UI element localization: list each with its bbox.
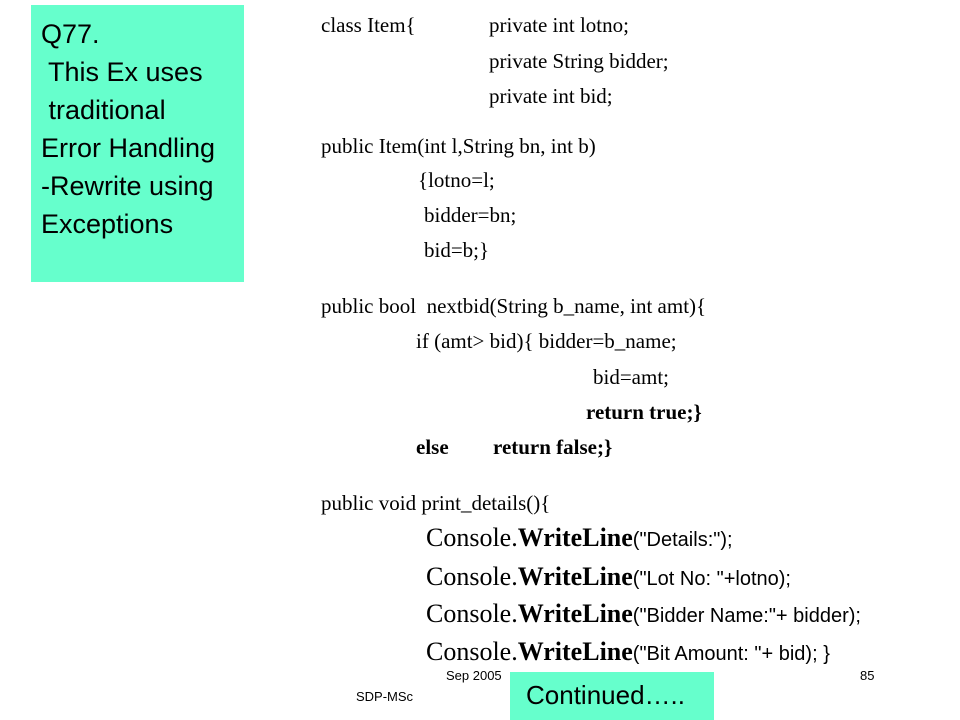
constructor-line-3: bid=b;} (424, 238, 490, 262)
question-callout: Q77. This Ex uses traditional Error Hand… (31, 5, 244, 282)
constructor-signature: public Item(int l,String bn, int b) (321, 134, 596, 158)
nextbid-return-true: return true;} (586, 400, 702, 424)
nextbid-if-line: if (amt> bid){ bidder=b_name; (416, 329, 677, 353)
callout-line-1: Q77. (41, 19, 100, 49)
console-line-4: Console.WriteLine("Bit Amount: "+ bid); … (426, 636, 960, 670)
constructor-line-2: bidder=bn; (424, 203, 517, 227)
console-class: Console. (426, 599, 518, 628)
console-class: Console. (426, 637, 518, 666)
footer-date: Sep 2005 (446, 668, 502, 683)
console-method: WriteLine (517, 523, 633, 552)
callout-line-7: Exceptions (41, 209, 174, 239)
console-line-2: Console.WriteLine("Lot No: "+lotno); (426, 561, 791, 595)
console-arg: ("Details:"); (632, 529, 733, 551)
console-method: WriteLine (517, 637, 633, 666)
console-class: Console. (426, 562, 518, 591)
callout-line-4: Error Handling (41, 133, 216, 163)
console-class: Console. (426, 523, 518, 552)
console-method: WriteLine (517, 599, 633, 628)
console-line-3: Console.WriteLine("Bidder Name:"+ bidder… (426, 598, 960, 632)
callout-line-3: traditional (41, 95, 166, 125)
field-lotno: private int lotno; (489, 13, 629, 37)
callout-line-6: -Rewrite using (41, 171, 214, 201)
field-bidder: private String bidder; (489, 49, 669, 73)
console-arg: ("Lot No: "+lotno); (632, 568, 791, 590)
class-declaration: class Item{ (321, 13, 416, 37)
callout-line-2: This Ex uses (41, 57, 203, 87)
print-details-signature: public void print_details(){ (321, 491, 551, 515)
nextbid-else: else (416, 435, 449, 459)
continued-label: Continued….. (510, 672, 714, 720)
constructor-line-1: {lotno=l; (418, 168, 495, 192)
field-bid: private int bid; (489, 84, 613, 108)
footer-page-number: 85 (860, 668, 875, 683)
console-line-1: Console.WriteLine("Details:"); (426, 522, 733, 556)
console-arg: ("Bidder Name:"+ bidder); (632, 605, 861, 627)
nextbid-return-false: return false;} (493, 435, 613, 459)
nextbid-signature: public bool nextbid(String b_name, int a… (321, 294, 707, 318)
nextbid-bid-assign: bid=amt; (593, 365, 670, 389)
console-method: WriteLine (517, 562, 633, 591)
console-arg: ("Bit Amount: "+ bid); } (632, 643, 830, 665)
footer-course: SDP-MSc (356, 689, 414, 704)
